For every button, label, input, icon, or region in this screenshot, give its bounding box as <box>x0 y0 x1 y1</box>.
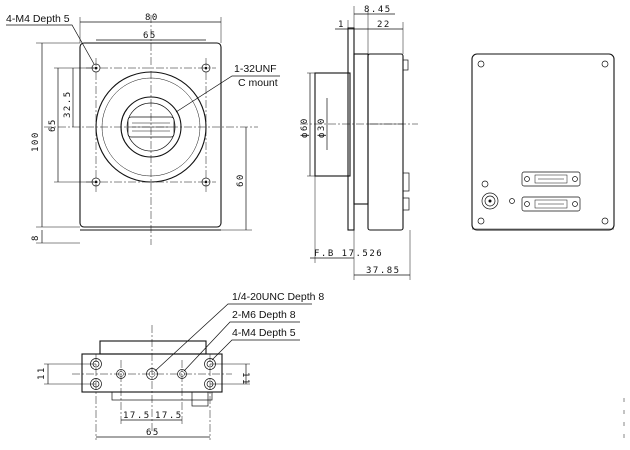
note-bottom-m4: 4-M4 Depth 5 <box>232 327 296 339</box>
dim-front-8: 8 <box>31 234 41 241</box>
dim-front-65-vertical: 65 <box>48 118 58 132</box>
dim-side-phi30: ϕ30 <box>317 117 327 138</box>
side-view: ϕ60 ϕ30 1 8.45 22 F.B 17.526 37.85 <box>300 5 418 280</box>
rear-connector-bottom <box>521 196 581 212</box>
rear-led <box>509 198 515 204</box>
side-connector <box>402 172 410 192</box>
rear-body <box>471 53 615 231</box>
front-view: 80 65 100 65 32.5 60 8 4-M4 Depth 5 1-32… <box>6 13 280 245</box>
bottom-view: 11 11 17.5 17.5 65 1/4-20UNC Depth 8 2-M… <box>37 291 324 440</box>
dim-bottom-11-right: 11 <box>240 372 250 386</box>
dim-side-phi60: ϕ60 <box>300 117 310 138</box>
dim-side-flange-back: F.B 17.526 <box>314 249 383 259</box>
side-housing <box>353 53 369 205</box>
bottom-lower-tab <box>111 391 213 401</box>
side-lens-mount <box>314 72 351 177</box>
dim-side-1: 1 <box>338 20 345 30</box>
rear-power-port <box>481 192 499 210</box>
note-mount-type: C mount <box>238 77 278 89</box>
note-mount-thread: 1-32UNF <box>234 63 277 75</box>
dim-side-8-45: 8.45 <box>364 5 392 15</box>
dim-bottom-11-left: 11 <box>37 366 47 380</box>
dim-side-22: 22 <box>377 20 391 30</box>
rear-view <box>471 53 615 231</box>
dim-front-65: 65 <box>143 31 157 41</box>
dim-front-60: 60 <box>236 173 246 187</box>
dim-side-37-85: 37.85 <box>366 266 401 276</box>
dim-front-100: 100 <box>31 131 41 152</box>
note-bottom-m6: 2-M6 Depth 8 <box>232 309 296 321</box>
dim-bottom-17-5-left: 17.5 <box>123 411 151 421</box>
dim-front-80: 80 <box>145 13 159 23</box>
dim-bottom-17-5-right: 17.5 <box>155 411 183 421</box>
side-body <box>367 53 404 231</box>
note-bottom-tripod: 1/4-20UNC Depth 8 <box>232 291 324 303</box>
bottom-top-step <box>99 340 207 355</box>
front-body-outline <box>79 42 222 228</box>
dim-front-32-5: 32.5 <box>63 90 73 118</box>
rear-connector-top <box>521 171 581 187</box>
side-flange <box>347 27 355 231</box>
dim-bottom-65: 65 <box>146 428 160 438</box>
note-front-holes: 4-M4 Depth 5 <box>6 13 70 25</box>
